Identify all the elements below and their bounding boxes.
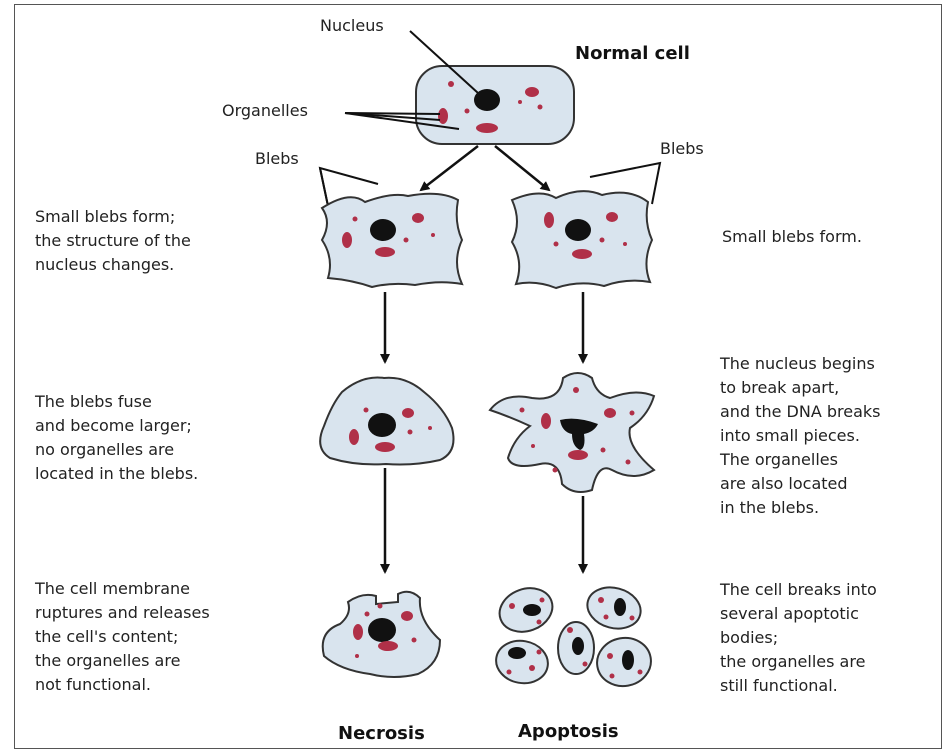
apoptosis-cell-2 [490,373,654,492]
necrosis-step-3-text: The cell membrane ruptures and releases … [35,577,210,697]
diverge-arrows [421,146,549,190]
organelles-label: Organelles [222,99,308,123]
apoptotic-body [493,637,552,687]
apoptosis-cell-1 [512,191,652,288]
necrosis-step-1-text: Small blebs form; the structure of the n… [35,205,191,277]
apoptosis-step-1-text: Small blebs form. [722,225,862,249]
nucleus-label: Nucleus [320,14,384,38]
necrosis-title: Necrosis [338,722,425,746]
arrow-to-necrosis [421,146,478,190]
apoptosis-step-2-text: The nucleus begins to break apart, and t… [720,352,880,520]
normal-cell-label: Normal cell [575,42,690,66]
normal-cell [416,66,574,144]
apoptotic-body [583,582,646,635]
apoptotic-body [593,634,655,691]
apoptosis-step-3-text: The cell breaks into several apoptotic b… [720,578,877,698]
blebs-left-label: Blebs [255,147,299,171]
necrosis-cell-2 [320,378,453,465]
arrow-to-apoptosis [495,146,549,190]
blebs-right-label: Blebs [660,137,704,161]
necrosis-step-2-text: The blebs fuse and become larger; no org… [35,390,198,486]
apoptotic-bodies [493,581,655,690]
necrosis-cell-1 [322,194,462,287]
apoptotic-body [493,581,558,639]
apoptotic-body [558,622,594,674]
apoptosis-title: Apoptosis [518,720,619,744]
necrosis-cell-3 [323,592,440,677]
